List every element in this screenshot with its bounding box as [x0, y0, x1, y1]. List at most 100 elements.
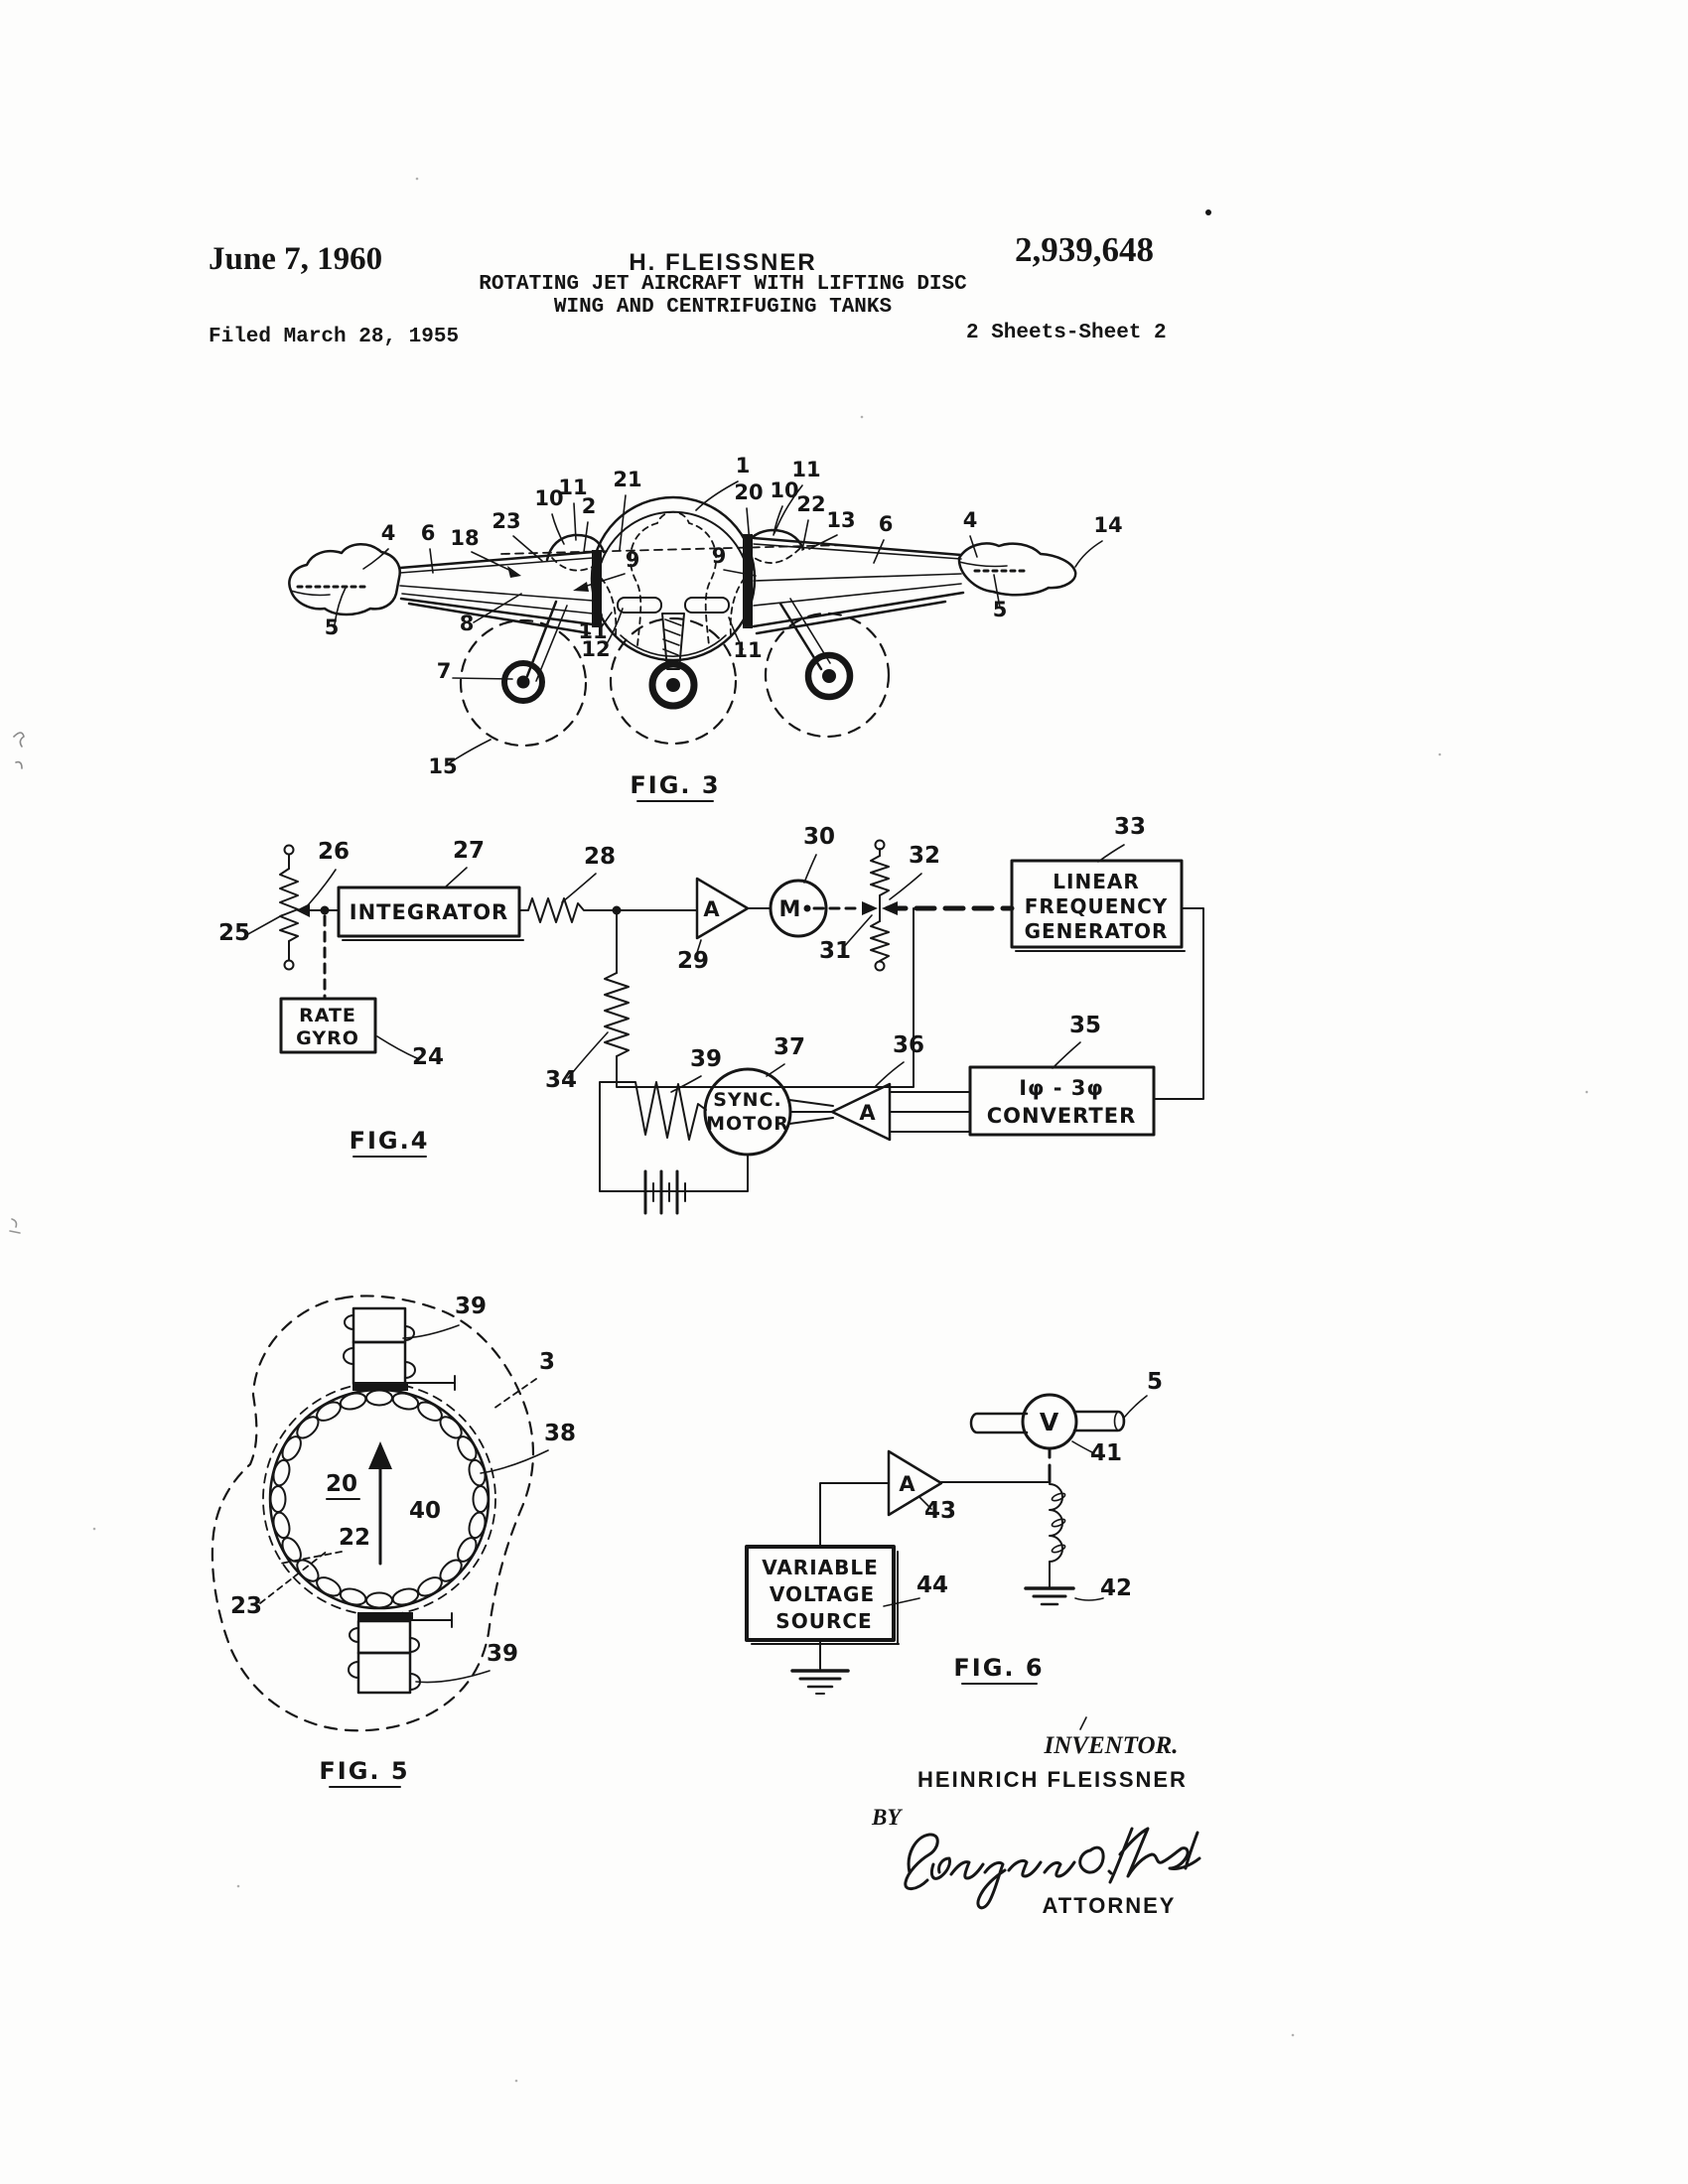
converter-box	[968, 1065, 1156, 1137]
lfg-label-3: GENERATOR	[1025, 919, 1169, 943]
ink-dot	[1205, 209, 1211, 215]
ref-label-35: 35	[1069, 1013, 1101, 1038]
rotor-loop	[339, 1392, 367, 1411]
figure-4-block-diagram: RATE GYRO INTEGRATOR A M	[218, 814, 1204, 1215]
ref-label-41: 41	[1090, 1440, 1122, 1466]
ref-label-24: 24	[412, 1044, 444, 1070]
ref-label-11: 11	[558, 476, 587, 499]
ref-label-13: 13	[826, 508, 855, 532]
patent-date: June 7, 1960	[209, 241, 382, 277]
sync-motor-label-2: MOTOR	[706, 1113, 789, 1135]
right-tip-pod	[957, 542, 1077, 597]
header: June 7, 1960 H. FLEISSNER 2,939,648 ROTA…	[209, 209, 1211, 348]
sheet-number: 2 Sheets-Sheet 2	[966, 322, 1167, 344]
rotor-loop	[365, 1389, 393, 1407]
ref-label-9: 9	[712, 544, 727, 568]
resistor-34	[604, 972, 630, 1057]
lfg-label-1: LINEAR	[1053, 870, 1139, 893]
rotor-loop	[391, 1587, 420, 1606]
filed-date: Filed March 28, 1955	[209, 326, 459, 348]
shaft-rod	[969, 1410, 1126, 1434]
rate-gyro-box	[279, 997, 377, 1054]
converter-label-1: Iφ - 3φ	[1019, 1076, 1104, 1100]
ref-label-21: 21	[613, 468, 641, 491]
ref-label-44: 44	[916, 1572, 948, 1598]
ref-label-34: 34	[545, 1067, 577, 1093]
voltmeter-label: V	[1040, 1408, 1059, 1436]
right-wing	[743, 534, 965, 635]
fig6-amp-label: A	[899, 1472, 915, 1496]
ref-label-5: 5	[993, 598, 1008, 621]
integrator-label: INTEGRATOR	[350, 900, 508, 924]
left-wing	[398, 550, 602, 635]
ref-label-10: 10	[770, 478, 798, 502]
ref-label-20: 20	[326, 1471, 357, 1497]
ground-source	[790, 1669, 850, 1695]
ref-label-4: 4	[963, 508, 978, 532]
ref-label-28: 28	[584, 844, 616, 870]
ref-label-5: 5	[1147, 1369, 1163, 1395]
ref-label-43: 43	[924, 1498, 956, 1524]
ref-label-40: 40	[409, 1498, 441, 1524]
rotor-winding-loops	[269, 1389, 490, 1609]
sync-motor-label-1: SYNC.	[713, 1089, 782, 1111]
ref-label-11: 11	[791, 458, 820, 481]
ref-label-33: 33	[1114, 814, 1146, 840]
by-label: BY	[871, 1805, 903, 1830]
landing-gear	[501, 598, 854, 710]
ref-label-39: 39	[690, 1046, 722, 1072]
ref-label-23: 23	[230, 1593, 262, 1619]
rate-gyro-label-1: RATE	[299, 1005, 356, 1026]
attorney-signature	[904, 1827, 1201, 1910]
figure-6-circuit: V A VARIABLE VOLTAGE SOURCE	[745, 1369, 1163, 1695]
ref-label-29: 29	[677, 948, 709, 974]
vvs-label-3: SOURCE	[775, 1609, 872, 1633]
sync-motor	[703, 1067, 792, 1157]
rotor-loop	[472, 1485, 490, 1513]
linear-frequency-generator-box	[1010, 859, 1184, 949]
ref-label-5: 5	[325, 615, 340, 639]
ref-label-9: 9	[626, 548, 640, 572]
vvs-label-2: VOLTAGE	[770, 1582, 875, 1606]
fig6-caption: FIG. 6	[953, 1654, 1044, 1682]
amplifier-36	[830, 1082, 892, 1142]
ref-label-22: 22	[339, 1525, 370, 1551]
motor-label: M	[779, 897, 802, 922]
fig4-leader-lines	[245, 844, 1125, 1093]
coil-42	[1049, 1483, 1066, 1587]
ref-label-10: 10	[534, 486, 563, 510]
rotor-loop	[365, 1591, 393, 1609]
ref-label-36: 36	[893, 1032, 924, 1058]
left-canopy-bump	[545, 533, 606, 562]
motor-30	[769, 879, 828, 938]
rotor-loop	[468, 1511, 487, 1540]
ref-label-8: 8	[460, 612, 475, 635]
ref-label-14: 14	[1093, 513, 1122, 537]
rotor-loop	[468, 1458, 487, 1487]
rate-gyro-label-2: GYRO	[296, 1027, 359, 1049]
amplifier-29	[695, 877, 750, 940]
potentiometer-25	[279, 844, 340, 971]
resistor-28	[518, 897, 618, 923]
ref-label-20: 20	[734, 480, 763, 504]
ref-label-30: 30	[803, 824, 835, 850]
ground-coil	[1024, 1586, 1075, 1606]
ref-label-3: 3	[539, 1349, 555, 1375]
resistor-39	[599, 1081, 749, 1192]
three-phase-lines	[788, 1091, 971, 1133]
bottom-electromagnet	[348, 1612, 453, 1695]
ref-label-39: 39	[455, 1294, 487, 1319]
ref-label-11: 11	[578, 619, 607, 643]
inventor-full-name: HEINRICH FLEISSNER	[917, 1767, 1188, 1792]
rotor-loop	[272, 1458, 291, 1487]
ref-label-2: 2	[582, 494, 597, 518]
ref-label-11: 11	[733, 638, 762, 662]
attorney-label: ATTORNEY	[1043, 1893, 1177, 1918]
fig6-ref-labels: 5 41 42 43 44	[916, 1369, 1163, 1601]
ref-label-27: 27	[453, 838, 485, 864]
ref-label-42: 42	[1100, 1575, 1132, 1601]
